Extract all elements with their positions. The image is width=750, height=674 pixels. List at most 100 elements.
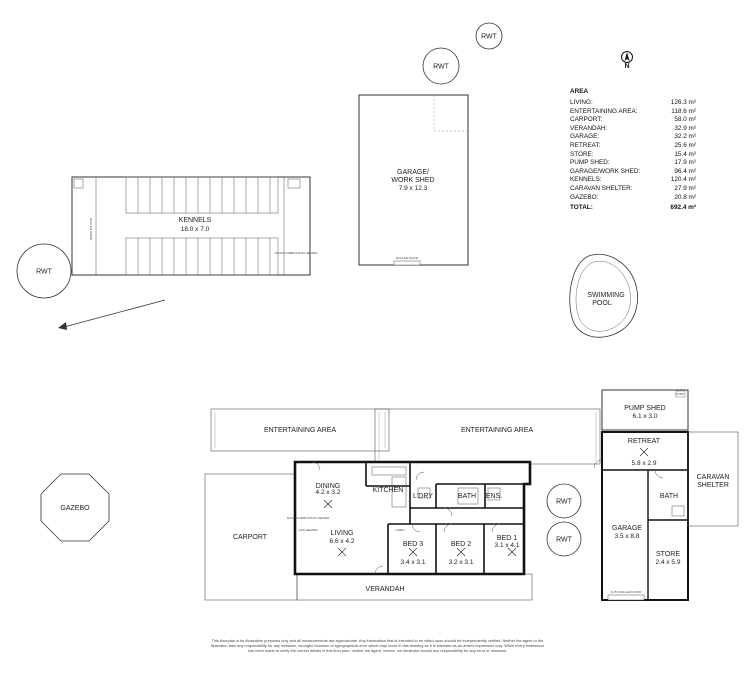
store-label: STORE <box>656 551 680 558</box>
kennels-label: KENNELS <box>179 217 212 224</box>
rwt-label: RWT <box>433 64 450 71</box>
area-row: PUMP SHED: 17.9 m² <box>570 159 696 168</box>
area-row-value: 58.0 m² <box>674 116 696 124</box>
area-row-value: 20.8 m² <box>674 193 696 201</box>
gazebo: GAZEBO <box>40 473 110 542</box>
direction-arrow <box>58 299 166 330</box>
area-row: RETREAT: 25.6 m² <box>570 142 696 151</box>
kennels-roller-door-label: ROLLER DOOR <box>89 218 93 241</box>
area-row: LIVING: 126.3 m² <box>570 99 696 108</box>
area-row: ENTERTAINING AREA:118.6 m² <box>570 108 696 117</box>
dining-label: DINING <box>316 483 341 490</box>
rwt-label: RWT <box>556 499 573 506</box>
area-row-value: 15.4 m² <box>674 150 696 158</box>
rwt-tank-top-right: RWT <box>475 22 503 50</box>
area-row-name: CARAVAN SHELTER: <box>570 184 633 192</box>
garage-shed-label: GARAGE/ <box>397 169 429 176</box>
area-row: VERANDAH:32.9 m² <box>570 125 696 134</box>
rwt-tank-house-lower: RWT <box>546 521 582 557</box>
house: DINING 4.2 x 3.2 KITCHEN LIVING 6.6 x 4.… <box>287 460 532 576</box>
area-row-name: PUMP SHED: <box>570 159 610 167</box>
area-row: GARAGE:32.2 m² <box>570 133 696 142</box>
entertaining-area-left: ENTERTAINING AREA <box>210 408 390 452</box>
rwt-tank-top-left: RWT <box>422 47 460 85</box>
rwt-label: RWT <box>481 34 498 41</box>
caravan-shelter-label: CARAVAN <box>697 474 730 481</box>
bed1-label: BED 1 <box>497 535 517 542</box>
area-total-value: 692.4 m² <box>670 204 696 212</box>
garage-shed-label-2: WORK SHED <box>391 177 434 184</box>
rwt-tank-house-upper: RWT <box>546 483 582 519</box>
area-total-label: TOTAL: <box>570 204 593 212</box>
north-compass-icon: N <box>620 50 634 76</box>
carport: CARPORT <box>204 473 298 601</box>
area-row: KENNELS: 120.4 m² <box>570 176 696 185</box>
area-row-value: 118.6 m² <box>671 107 696 115</box>
garage-dimensions: 3.5 x 8.8 <box>615 533 640 540</box>
bed3-label: BED 3 <box>403 541 423 548</box>
area-total-row: TOTAL: 692.4 m² <box>570 204 696 213</box>
garage-work-shed: ROLLER DOOR GARAGE/ WORK SHED 7.9 x 12.3 <box>358 94 469 266</box>
caravan-shelter-label-2: SHELTER <box>697 482 729 489</box>
area-schedule-title: AREA <box>570 88 589 95</box>
gazebo-label: GAZEBO <box>60 505 90 512</box>
retreat-dimensions: 5.8 x 2.9 <box>632 460 657 467</box>
area-row-name: RETREAT: <box>570 141 601 149</box>
area-row-name: CARPORT: <box>570 116 603 124</box>
area-row-value: 120.4 m² <box>670 176 696 184</box>
rwt-label: RWT <box>556 537 573 544</box>
swimming-pool: SWIMMING POOL <box>569 253 638 338</box>
verandah: VERANDAH <box>296 573 533 601</box>
outbuilding-bath-label: BATH <box>660 493 678 500</box>
linen-label: LINEN <box>396 528 405 532</box>
gas-heater-label: GAS HEATER <box>298 528 318 532</box>
bed3-dimensions: 3.4 x 3.1 <box>401 559 426 566</box>
disclaimer-text: This floorplan is for illustration purpo… <box>210 638 545 653</box>
living-label: LIVING <box>331 530 354 537</box>
pump-label: PUMP <box>676 392 685 396</box>
kennels-dimensions: 18.0 x 7.0 <box>181 226 210 233</box>
area-row-value: 32.9 m² <box>674 124 696 132</box>
area-row: CARPORT: 58.0 m² <box>570 116 696 125</box>
area-row-value: 25.6 m² <box>674 141 696 149</box>
area-row: STORE: 15.4 m² <box>570 151 696 160</box>
area-row-name: GAZEBO: <box>570 193 599 201</box>
kennels-heater-label: SLOW COMBUSTION HEATER <box>275 251 319 255</box>
living-heater-label: SLOW COMBUSTION HEATER <box>287 516 331 520</box>
living-dimensions: 6.6 x 4.2 <box>330 538 355 545</box>
compass-label: N <box>624 63 630 70</box>
kennels-building: ROLLER DOOR SLOW COMBUSTION HEATER KENNE… <box>71 176 319 276</box>
bed2-dimensions: 3.2 x 3.1 <box>449 559 474 566</box>
ensuite-label: ENS. <box>486 493 502 500</box>
verandah-label: VERANDAH <box>366 586 405 593</box>
kitchen-label: KITCHEN <box>373 487 404 494</box>
area-row-name: KENNELS: <box>570 176 602 184</box>
rwt-label: RWT <box>36 269 53 276</box>
garage-shed-dimensions: 7.9 x 12.3 <box>399 185 428 192</box>
outbuildings-right: PUMP PUMP SHED 6.1 x 3.0 AUTO ROLLER DOO… <box>593 389 739 601</box>
dining-dimensions: 4.2 x 3.2 <box>316 489 341 496</box>
entertaining-area-right: ENTERTAINING AREA <box>374 408 601 465</box>
area-row-name: LIVING: <box>570 99 593 106</box>
rwt-tank-left: RWT <box>16 243 72 299</box>
entertaining-label-left: ENTERTAINING AREA <box>264 427 336 434</box>
area-row-value: 96.4 m² <box>674 167 696 175</box>
area-row-name: GARAGE/WORK SHED: <box>570 167 641 175</box>
area-schedule: AREA LIVING: 126.3 m² ENTERTAINING AREA:11… <box>570 88 696 213</box>
area-row-value: 126.3 m² <box>670 99 696 106</box>
shed-roller-door-label: ROLLER DOOR <box>396 256 419 260</box>
pump-shed-label: PUMP SHED <box>624 405 666 412</box>
area-row-value: 17.9 m² <box>674 159 696 167</box>
bath-label: BATH <box>458 493 476 500</box>
area-row: GAZEBO: 20.8 m² <box>570 194 696 203</box>
area-row: CARAVAN SHELTER:27.9 m² <box>570 185 696 194</box>
pool-label-2: POOL <box>592 300 612 307</box>
pool-label: SWIMMING <box>587 292 624 299</box>
bed1-dimensions: 3.1 x 4.1 <box>495 542 520 549</box>
store-dimensions: 2.4 x 5.9 <box>656 559 681 566</box>
area-row-name: STORE: <box>570 150 594 158</box>
entertaining-label-right: ENTERTAINING AREA <box>461 427 533 434</box>
garage-roller-door-label: AUTO ROLLER DOOR <box>611 590 643 594</box>
area-row: GARAGE/WORK SHED: 96.4 m² <box>570 168 696 177</box>
